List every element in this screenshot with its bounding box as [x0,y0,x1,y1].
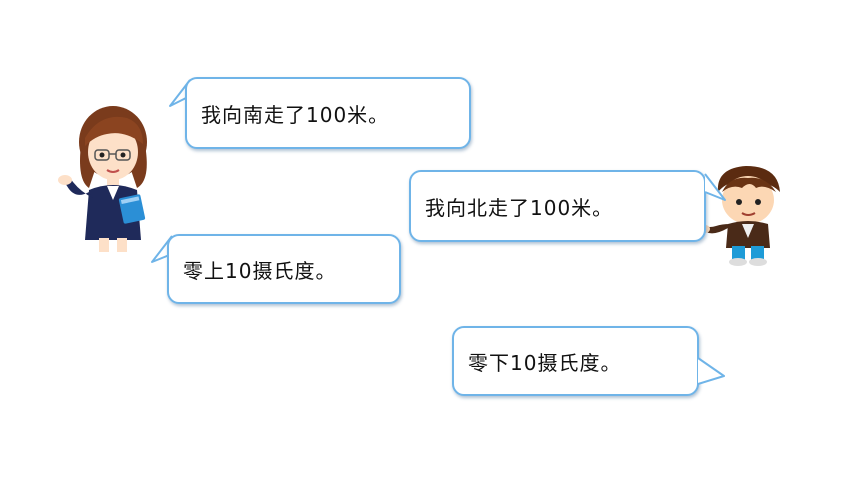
speech-bubble-boy-below-zero: 零下10摄氏度。 [452,326,699,396]
bubble-text: 零下10摄氏度。 [468,350,622,375]
speech-bubble-boy-north: 我向北走了100米。 [409,170,706,242]
speech-bubble-teacher-south: 我向南走了100米。 [185,77,471,149]
bubble-text: 我向北走了100米。 [425,195,614,220]
bubble-text: 我向南走了100米。 [201,102,390,127]
bubble-tail [697,357,725,385]
teacher-icon [58,106,147,252]
boy-icon [700,166,780,266]
bubble-text: 零上10摄氏度。 [183,258,337,283]
speech-bubble-teacher-above-zero: 零上10摄氏度。 [167,234,401,304]
bubble-tail [704,173,726,201]
